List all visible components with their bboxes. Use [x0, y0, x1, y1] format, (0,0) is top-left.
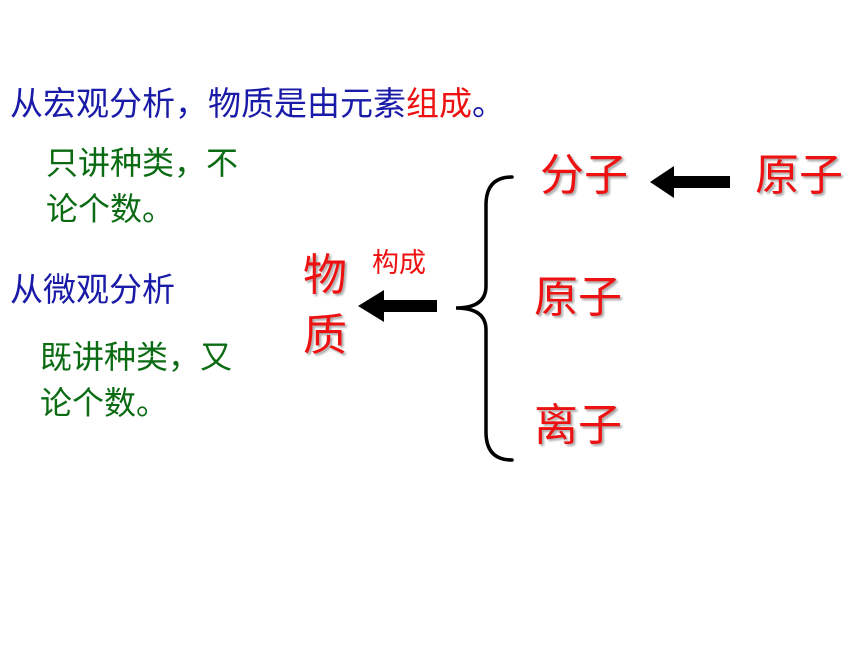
atom-label: 原子 [534, 272, 622, 323]
macro-analysis-suffix: 。 [472, 84, 505, 123]
molecule-label: 分子 [540, 150, 628, 201]
macro-description-line-2: 论个数。 [46, 190, 175, 228]
micro-description-line-2: 论个数。 [40, 384, 169, 422]
compose-label: 构成 [372, 248, 426, 279]
macro-description-line-1: 只讲种类，不 [46, 144, 239, 182]
curly-brace-icon [455, 175, 514, 462]
micro-description-line-1: 既讲种类，又 [40, 338, 233, 376]
micro-analysis-heading: 从微观分析 [10, 270, 175, 309]
matter-char-2: 质 [303, 310, 347, 361]
atom-to-molecule-arrow-icon [650, 166, 730, 198]
atom-source-label: 原子 [755, 150, 843, 201]
compose-arrow-icon [358, 290, 437, 322]
macro-analysis-line: 从宏观分析，物质是由元素组成。 [10, 84, 505, 124]
ion-label: 离子 [534, 400, 622, 451]
matter-char-1: 物 [303, 250, 347, 301]
macro-analysis-highlight: 组成 [406, 84, 472, 123]
macro-analysis-prefix: 从宏观分析，物质是由元素 [10, 84, 406, 123]
